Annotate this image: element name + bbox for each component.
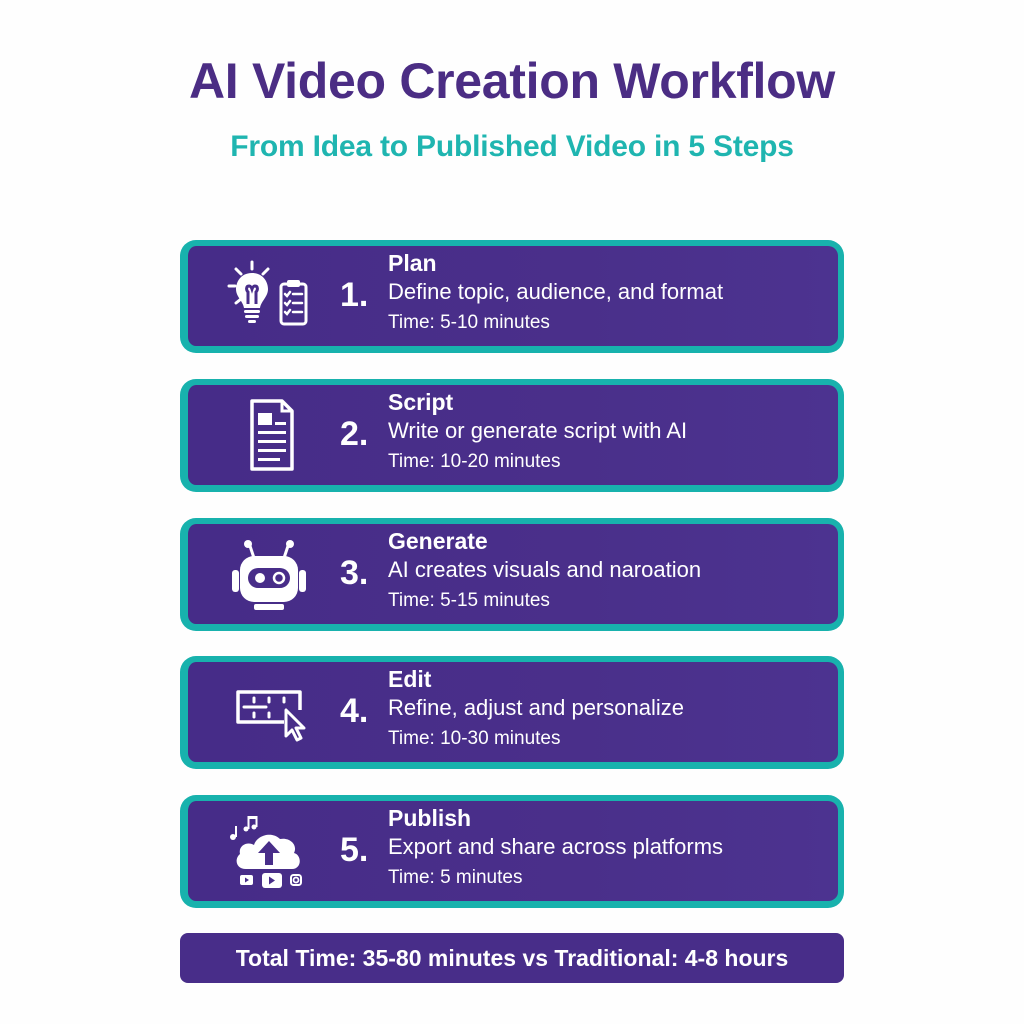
robot-icon bbox=[224, 532, 314, 616]
step-title: Edit bbox=[388, 666, 432, 692]
step-description: AI creates visuals and naroation bbox=[388, 557, 702, 582]
step-title: Generate bbox=[388, 528, 488, 554]
step-description: Define topic, audience, and format bbox=[388, 279, 724, 304]
step-card-plan: 1. Plan Define topic, audience, and form… bbox=[180, 240, 844, 353]
step-time: Time: 5-10 minutes bbox=[388, 312, 550, 333]
step-card-edit: 4. Edit Refine, adjust and personalize T… bbox=[180, 656, 844, 769]
step-time: Time: 10-30 minutes bbox=[388, 728, 561, 749]
step-title: Publish bbox=[388, 805, 472, 831]
total-time-banner: Total Time: 35-80 minutes vs Traditional… bbox=[180, 933, 844, 983]
step-number: 3. bbox=[340, 554, 369, 592]
page-title: AI Video Creation Workflow bbox=[189, 53, 835, 109]
step-number: 4. bbox=[340, 692, 369, 730]
step-time: Time: 5-15 minutes bbox=[388, 590, 550, 611]
cloud-upload-icon bbox=[224, 809, 314, 893]
step-number: 1. bbox=[340, 276, 369, 314]
step-title: Script bbox=[388, 389, 454, 415]
step-description: Refine, adjust and personalize bbox=[388, 695, 684, 720]
timeline-cursor-icon bbox=[224, 670, 314, 754]
step-description: Write or generate script with AI bbox=[388, 418, 688, 443]
step-card-publish: 5. Publish Export and share across platf… bbox=[180, 795, 844, 908]
lightbulb-clipboard-icon bbox=[224, 254, 314, 338]
document-icon bbox=[224, 393, 314, 477]
step-title: Plan bbox=[388, 250, 437, 276]
step-time: Time: 5 minutes bbox=[388, 867, 523, 888]
step-number: 5. bbox=[340, 831, 369, 869]
page-subtitle: From Idea to Published Video in 5 Steps bbox=[230, 130, 794, 163]
step-card-script: 2. Script Write or generate script with … bbox=[180, 379, 844, 492]
step-card-generate: 3. Generate AI creates visuals and naroa… bbox=[180, 518, 844, 631]
step-number: 2. bbox=[340, 415, 369, 453]
step-description: Export and share across platforms bbox=[388, 834, 724, 859]
step-time: Time: 10-20 minutes bbox=[388, 451, 561, 472]
